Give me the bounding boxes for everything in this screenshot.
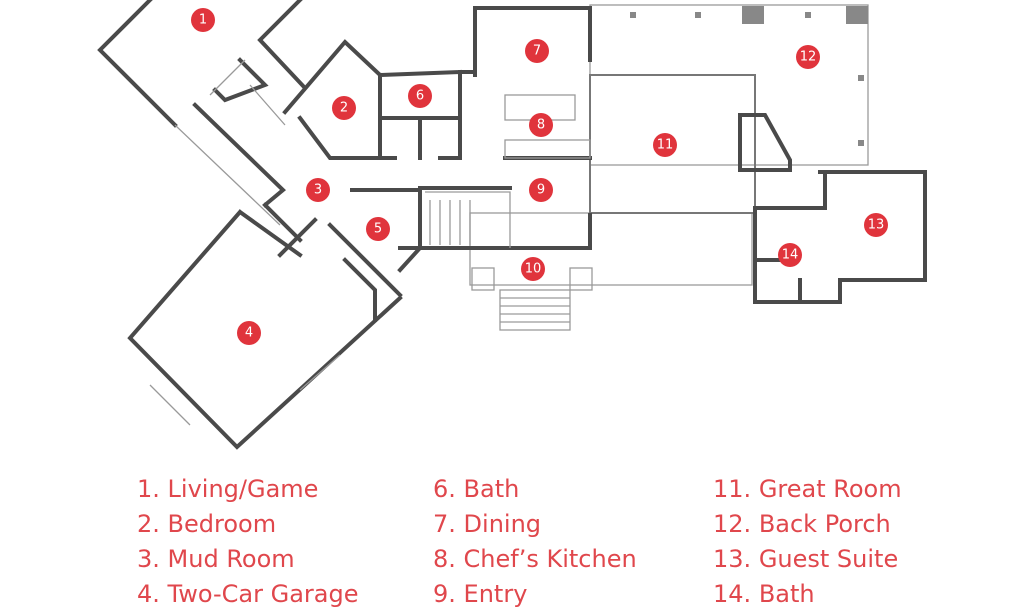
- legend-item: 8. Chef’s Kitchen: [433, 545, 637, 573]
- legend-column-3: 11. Great Room 12. Back Porch 13. Guest …: [713, 472, 902, 612]
- room-marker-3: 3: [306, 178, 330, 202]
- svg-text:9: 9: [537, 183, 545, 198]
- legend-item: 1. Living/Game: [137, 475, 319, 503]
- room-marker-9: 9: [529, 178, 553, 202]
- svg-text:8: 8: [537, 118, 545, 133]
- floor-plan: 1 2 3 4 5 6 7 8 9 10 11 12 13 14: [97, 0, 927, 450]
- legend-item: 2. Bedroom: [137, 510, 277, 538]
- room-marker-12: 12: [796, 45, 820, 69]
- svg-text:2: 2: [340, 101, 348, 116]
- legend-item: 6. Bath: [433, 475, 520, 503]
- room-marker-8: 8: [529, 113, 553, 137]
- legend-item: 4. Two-Car Garage: [137, 580, 359, 608]
- legend-item: 7. Dining: [433, 510, 542, 538]
- svg-text:1: 1: [199, 13, 207, 28]
- room-marker-6: 6: [408, 84, 432, 108]
- legend-column-2: 6. Bath 7. Dining 8. Chef’s Kitchen 9. E…: [433, 472, 637, 612]
- svg-text:12: 12: [800, 50, 817, 65]
- back-porch-outline: [589, 4, 869, 166]
- porch-posts: [630, 6, 868, 146]
- front-steps: [499, 289, 571, 331]
- legend-item: 9. Entry: [433, 580, 528, 608]
- svg-text:3: 3: [314, 183, 322, 198]
- room-marker-1: 1: [191, 8, 215, 32]
- legend-item: 3. Mud Room: [137, 545, 295, 573]
- fireplace: [738, 113, 792, 172]
- room-marker-4: 4: [237, 321, 261, 345]
- room-marker-11: 11: [653, 133, 677, 157]
- room-marker-2: 2: [332, 96, 356, 120]
- svg-text:6: 6: [416, 89, 424, 104]
- room-marker-14: 14: [778, 243, 802, 267]
- svg-text:11: 11: [657, 138, 674, 153]
- room-marker-10: 10: [521, 257, 545, 281]
- room-marker-7: 7: [525, 39, 549, 63]
- svg-text:4: 4: [245, 326, 253, 341]
- legend-item: 11. Great Room: [713, 475, 902, 503]
- svg-text:10: 10: [525, 262, 542, 277]
- legend-item: 12. Back Porch: [713, 510, 891, 538]
- svg-text:7: 7: [533, 44, 541, 59]
- svg-text:13: 13: [868, 218, 885, 233]
- room-marker-13: 13: [864, 213, 888, 237]
- legend-column-1: 1. Living/Game 2. Bedroom 3. Mud Room 4.…: [137, 472, 359, 612]
- room-marker-5: 5: [366, 217, 390, 241]
- legend-item: 13. Guest Suite: [713, 545, 899, 573]
- svg-text:5: 5: [374, 222, 382, 237]
- legend-item: 14. Bath: [713, 580, 815, 608]
- svg-text:14: 14: [782, 248, 799, 263]
